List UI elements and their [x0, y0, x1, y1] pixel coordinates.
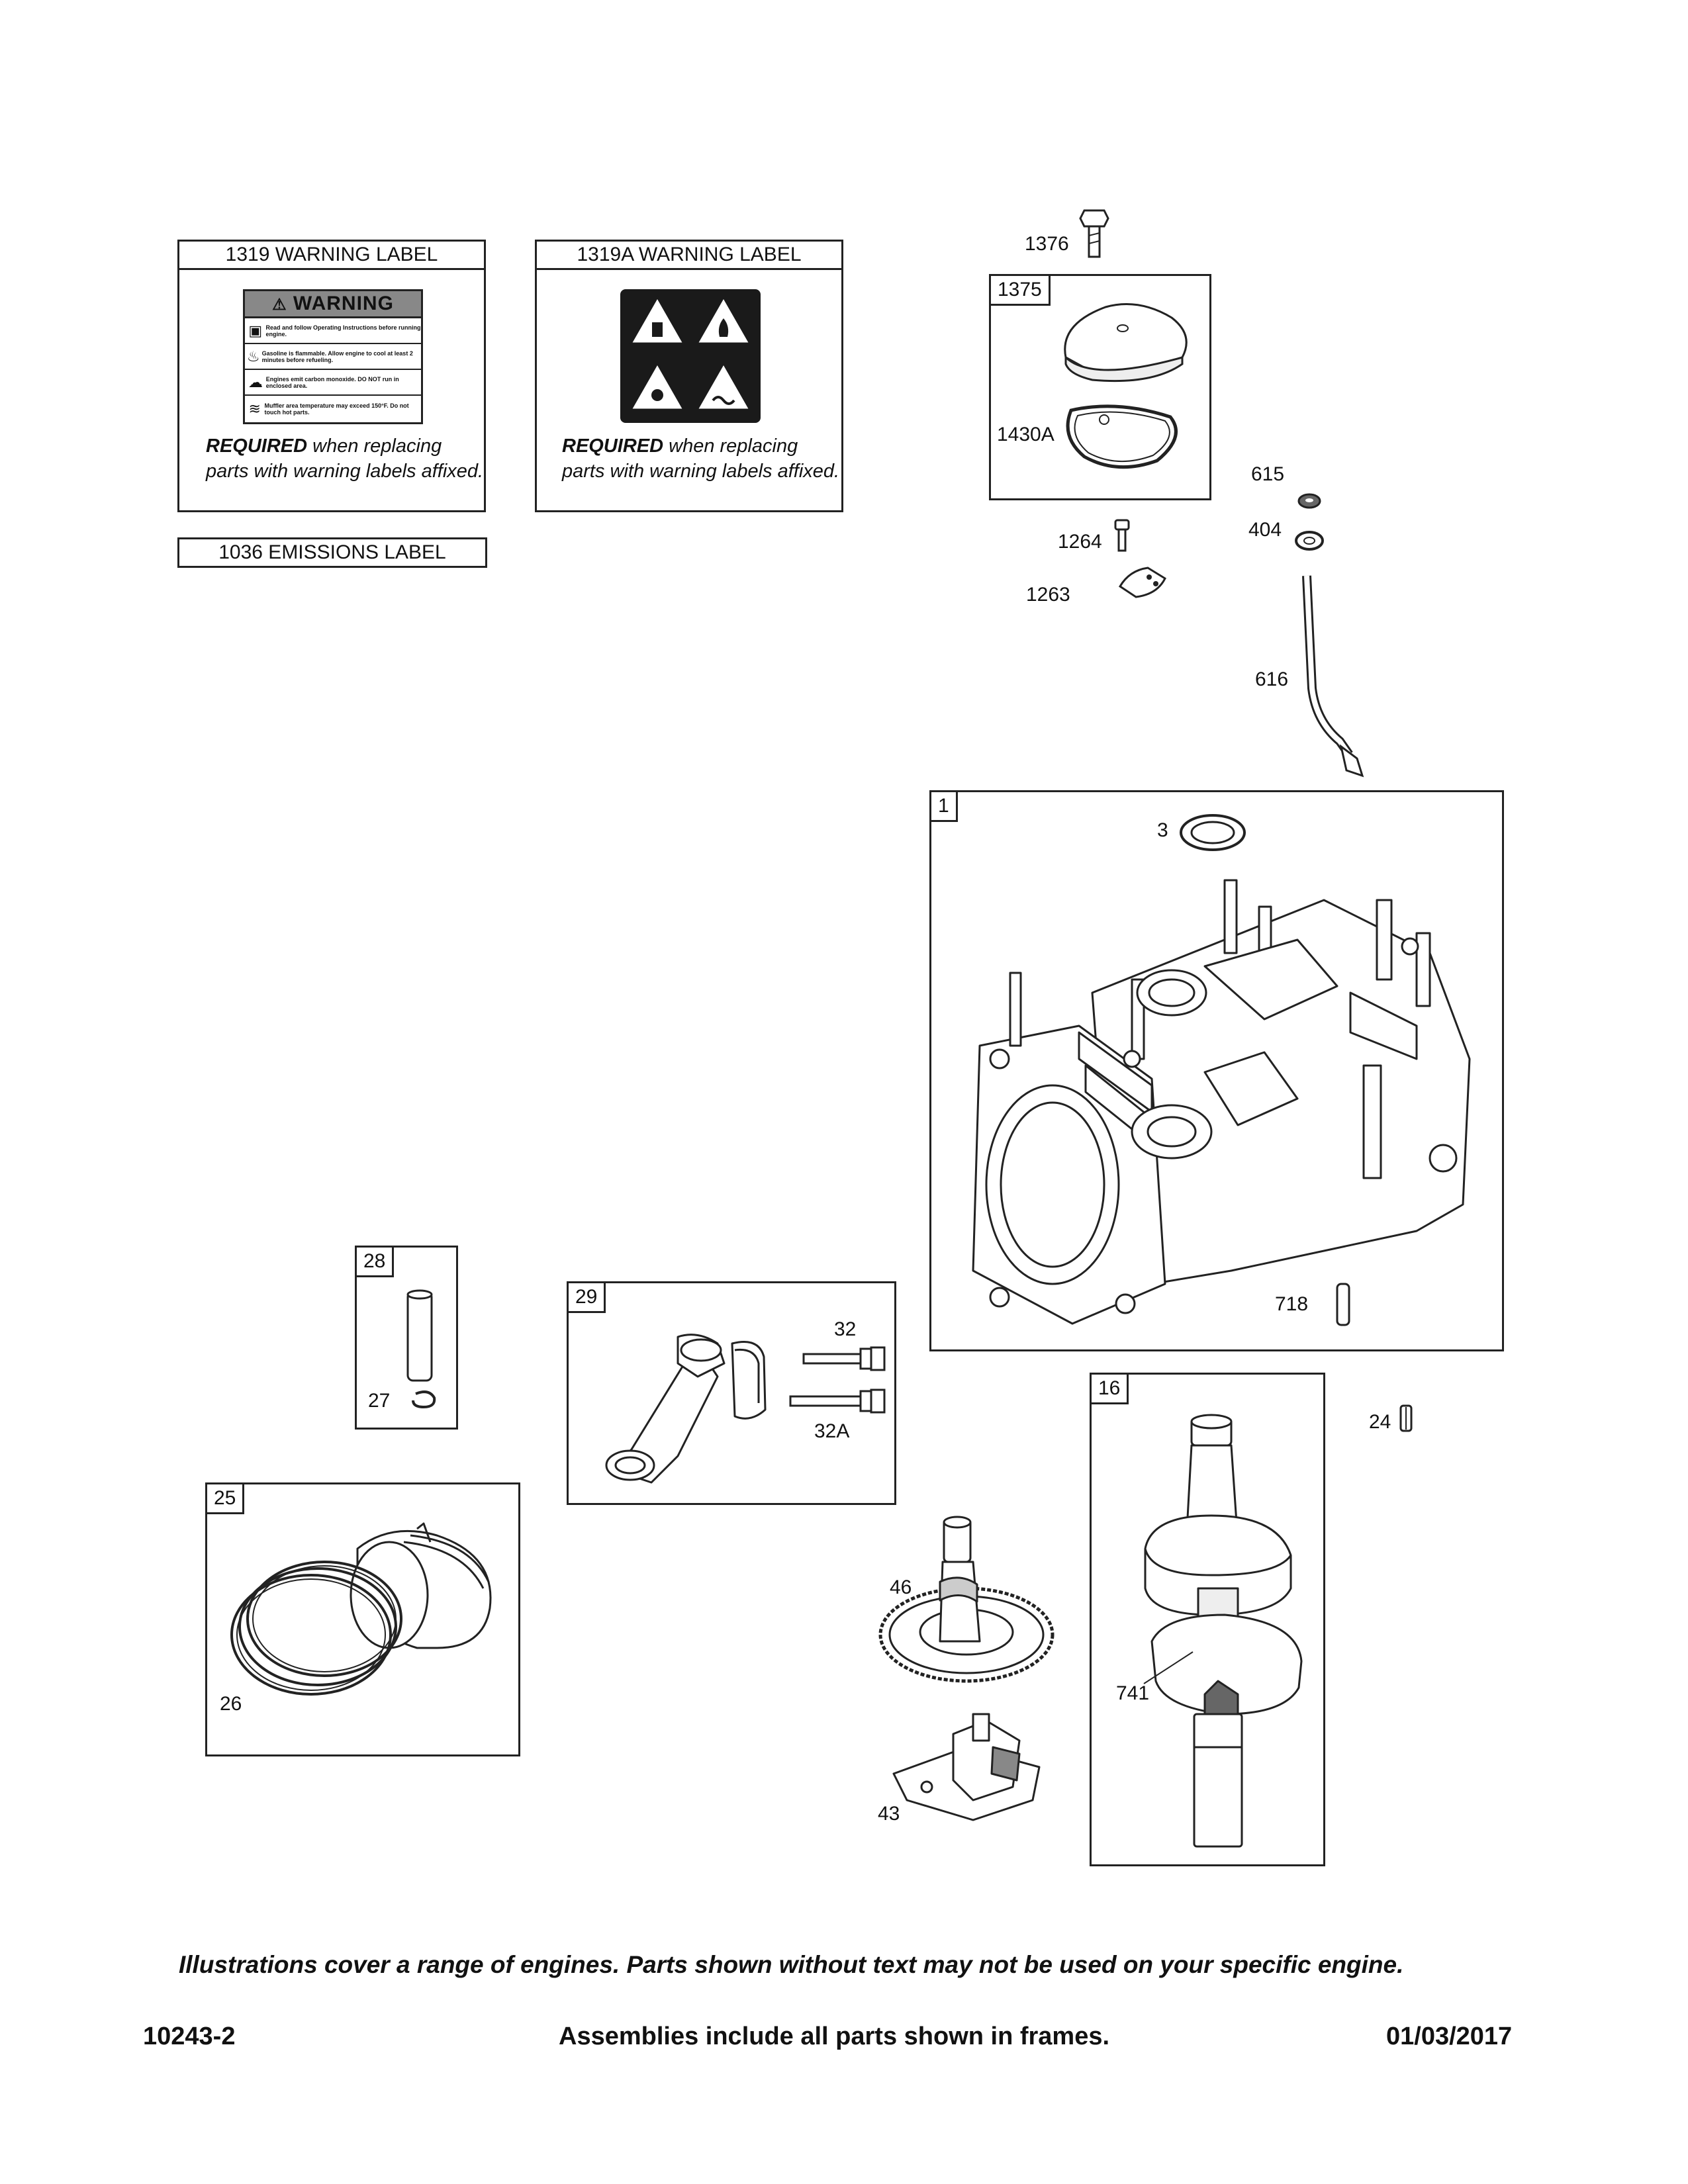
manual-icon: ▣ — [248, 322, 263, 339]
dowel-pin-718-illustration — [1336, 1283, 1350, 1326]
camshaft-gear-illustration — [878, 1516, 1055, 1683]
warning-row: ♨ Gasoline is flammable. Allow engine to… — [245, 344, 421, 370]
frame-28-piston-pin: 28 — [355, 1246, 458, 1430]
callout-3: 3 — [1157, 819, 1168, 841]
frame-29-connecting-rod: 29 — [567, 1281, 896, 1505]
callout-1263: 1263 — [1026, 584, 1070, 606]
manual-warning-icon — [629, 295, 686, 345]
document-number: 10243-2 — [143, 2023, 236, 2050]
pictogram-decal-1319a — [620, 289, 761, 423]
fumes-warning-icon — [629, 361, 686, 411]
callout-741: 741 — [1116, 1682, 1150, 1704]
hot-surface-warning-icon — [695, 361, 752, 411]
dowel-24-illustration — [1399, 1404, 1413, 1432]
warning-word: WARNING — [293, 293, 394, 314]
callout-27: 27 — [368, 1390, 391, 1412]
governor-assembly-illustration — [892, 1713, 1041, 1821]
clamp-1263-illustration — [1118, 567, 1166, 598]
frame-tag-25: 25 — [207, 1484, 245, 1514]
frame-tag-1: 1 — [931, 792, 958, 822]
warning-decal-1319: ⚠ WARNING ▣ Read and follow Operating In… — [243, 289, 423, 424]
callout-24: 24 — [1369, 1411, 1391, 1433]
warning-decal-header: ⚠ WARNING — [245, 291, 421, 318]
engine-block-illustration — [972, 879, 1471, 1325]
screw-1264-illustration — [1114, 519, 1130, 552]
required-note-1319: REQUIRED when replacing parts with warni… — [206, 435, 484, 482]
frame-tag-1375: 1375 — [991, 276, 1051, 306]
warning-label-1319a-title: 1319A WARNING LABEL — [537, 242, 841, 270]
frame-25-piston-rings: 25 — [205, 1482, 520, 1756]
callout-26: 26 — [220, 1693, 242, 1715]
callout-718: 718 — [1275, 1293, 1309, 1315]
dipstick-tube-illustration — [1302, 575, 1364, 778]
frame-16-crankshaft: 16 — [1090, 1373, 1325, 1866]
fire-icon: ♨ — [246, 347, 260, 365]
rod-bolt-32-illustration — [802, 1346, 886, 1371]
fumes-icon: ☁ — [248, 373, 263, 390]
callout-1430a: 1430A — [997, 424, 1055, 445]
warning-row: ▣ Read and follow Operating Instructions… — [245, 318, 421, 344]
warning-label-1319-title: 1319 WARNING LABEL — [179, 242, 484, 270]
frame-1375: 1375 — [989, 274, 1211, 500]
callout-32: 32 — [834, 1318, 857, 1340]
frame-1-engine-block: 1 — [929, 790, 1504, 1351]
callout-43: 43 — [878, 1803, 900, 1825]
piston-pin-illustration — [406, 1289, 433, 1382]
emissions-label-1036-title: 1036 EMISSIONS LABEL — [218, 541, 446, 563]
frame-tag-29: 29 — [569, 1283, 606, 1313]
callout-616: 616 — [1255, 668, 1289, 690]
warning-line: Gasoline is flammable. Allow engine to c… — [261, 349, 413, 363]
warning-row: ≋ Muffler area temperature may exceed 15… — [245, 396, 421, 422]
warning-label-1319a-frame: 1319A WARNING LABEL REQUIRED when replac… — [535, 240, 843, 512]
breather-cover-illustration — [1064, 303, 1188, 383]
hot-surface-icon: ≋ — [248, 400, 261, 417]
callout-615: 615 — [1251, 463, 1285, 485]
warning-label-1319-frame: 1319 WARNING LABEL ⚠ WARNING ▣ Read and … — [177, 240, 486, 512]
leader-741 — [1143, 1651, 1194, 1684]
warning-row: ☁ Engines emit carbon monoxide. DO NOT r… — [245, 370, 421, 396]
warning-line: Muffler area temperature may exceed 150°… — [264, 402, 409, 416]
callout-46: 46 — [890, 1576, 912, 1598]
callout-32a: 32A — [814, 1420, 850, 1442]
frame-tag-16: 16 — [1092, 1375, 1129, 1404]
connecting-rod-illustration — [605, 1334, 767, 1484]
breather-gasket-illustration — [1066, 404, 1178, 469]
o-ring-404-illustration — [1295, 531, 1324, 551]
warning-line: Read and follow Operating Instructions b… — [265, 324, 421, 338]
warning-line: Engines emit carbon monoxide. DO NOT run… — [265, 375, 399, 389]
revision-date: 01/03/2017 — [1386, 2023, 1513, 2050]
rod-bolt-32a-illustration — [789, 1388, 886, 1414]
required-note-1319a: REQUIRED when replacing parts with warni… — [562, 435, 840, 482]
seal-615-illustration — [1297, 493, 1321, 509]
crankshaft-illustration — [1144, 1414, 1303, 1848]
callout-1376: 1376 — [1025, 233, 1069, 255]
frame-tag-28: 28 — [357, 1248, 395, 1277]
warning-triangle-icon: ⚠ — [272, 296, 287, 314]
retainer-clip-27-illustration — [412, 1390, 436, 1409]
callout-1264: 1264 — [1058, 531, 1102, 553]
disclaimer-note: Illustrations cover a range of engines. … — [179, 1951, 1404, 1978]
emissions-label-1036-frame: 1036 EMISSIONS LABEL — [177, 537, 487, 568]
callout-404: 404 — [1248, 519, 1282, 541]
bolt-1376-illustration — [1079, 209, 1109, 258]
pictogram-set — [629, 295, 752, 411]
piston-rings-illustration — [230, 1522, 492, 1696]
assemblies-note: Assemblies include all parts shown in fr… — [559, 2023, 1110, 2050]
oil-seal-3-illustration — [1180, 814, 1246, 851]
